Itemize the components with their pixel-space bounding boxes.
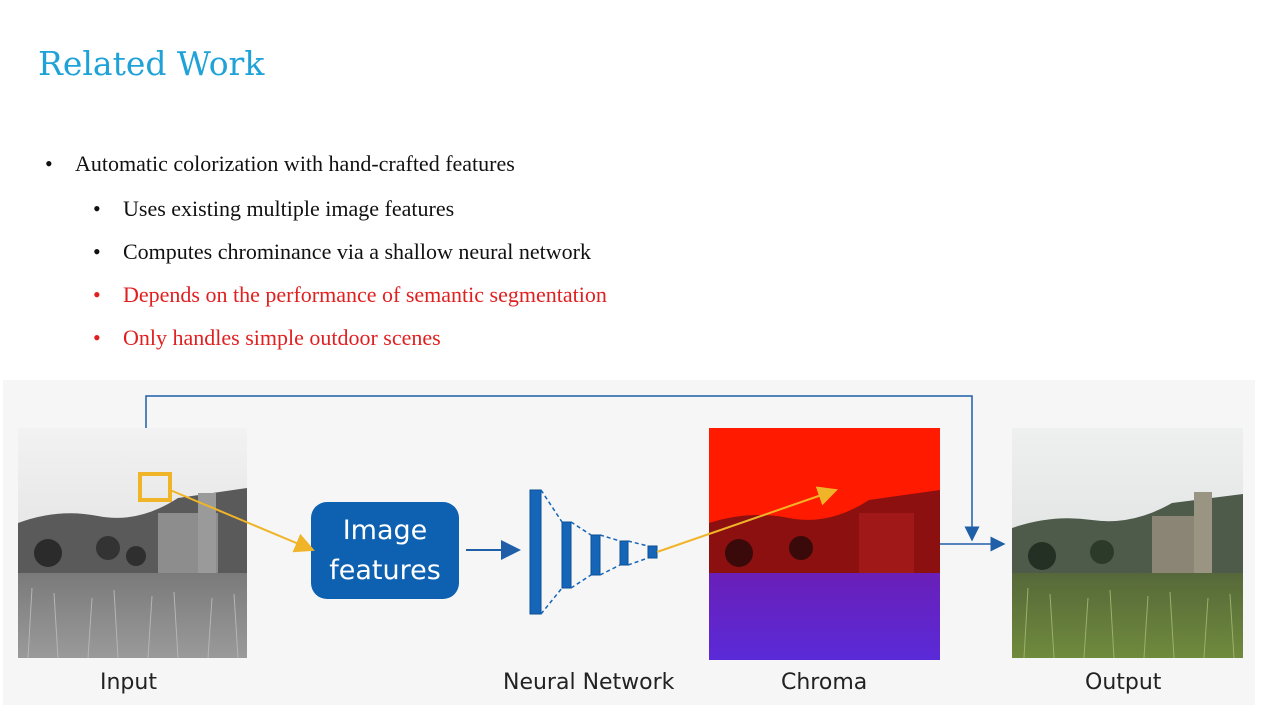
- bullet-item: • Uses existing multiple image features: [93, 196, 455, 222]
- skip-connection-arrow: [145, 395, 980, 542]
- bullet-dot: •: [93, 325, 101, 350]
- label-neural-network: Neural Network: [503, 670, 675, 695]
- bullet-text: Computes chrominance via a shallow neura…: [123, 239, 591, 264]
- bullet-text: Uses existing multiple image features: [123, 196, 455, 221]
- chroma-image: [709, 428, 940, 660]
- network-to-chroma-arrow: [656, 486, 838, 553]
- bullet-text: Automatic colorization with hand-crafted…: [75, 151, 515, 176]
- bullet-item: • Depends on the performance of semantic…: [93, 282, 607, 308]
- patch-highlight-box: [138, 472, 172, 502]
- bullet-text: Only handles simple outdoor scenes: [123, 325, 441, 350]
- neural-network-icon: [529, 489, 658, 615]
- image-features-line1: Image: [342, 515, 428, 547]
- label-output: Output: [1085, 670, 1162, 695]
- bullet-item: • Automatic colorization with hand-craft…: [45, 151, 515, 177]
- output-image: [1012, 428, 1243, 658]
- bullet-text: Depends on the performance of semantic s…: [123, 282, 607, 307]
- image-features-line2: features: [329, 554, 441, 586]
- bullet-item: • Only handles simple outdoor scenes: [93, 325, 441, 351]
- input-image: [18, 428, 247, 658]
- bullet-dot: •: [45, 151, 53, 176]
- bullet-dot: •: [93, 282, 101, 307]
- patch-to-features-arrow: [169, 489, 315, 553]
- bullet-dot: •: [93, 196, 101, 221]
- bullet-item: • Computes chrominance via a shallow neu…: [93, 239, 591, 265]
- image-features-box: Image features: [311, 502, 459, 599]
- label-input: Input: [100, 670, 157, 695]
- bullet-dot: •: [93, 239, 101, 264]
- label-chroma: Chroma: [781, 670, 868, 695]
- slide-title: Related Work: [38, 44, 265, 83]
